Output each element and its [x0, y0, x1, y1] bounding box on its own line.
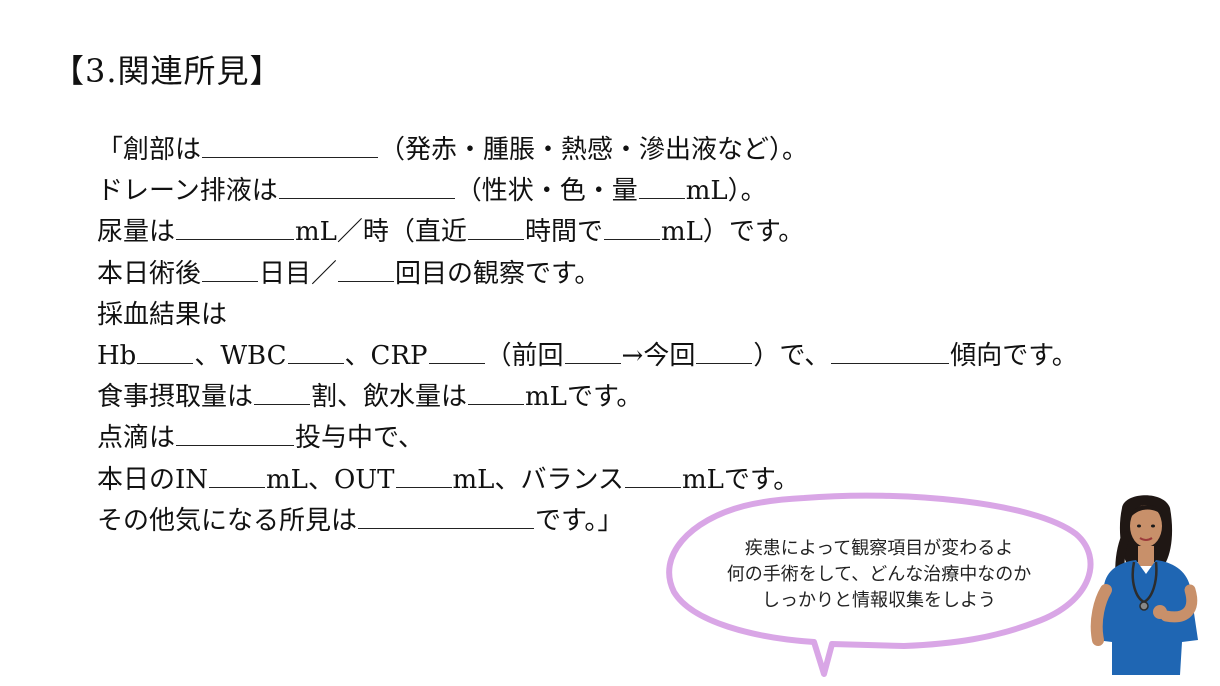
line-text: 割、飲水量は [311, 382, 468, 413]
fill-in-blank [696, 338, 753, 364]
line-text: その他気になる所見は [97, 505, 358, 536]
line-text: 本日術後 [97, 258, 202, 289]
fill-in-blank [176, 215, 295, 241]
fill-in-blank [638, 174, 685, 200]
fill-in-blank [278, 174, 455, 200]
line-text: mL）です。 [660, 217, 805, 248]
fill-in-blank [176, 421, 295, 447]
bubble-line: 疾患によって観察項目が変わるよ [744, 538, 1014, 559]
worksheet-line: Hb 、WBC 、CRP （前回 →今回 ）で、 傾向です。 [97, 336, 1078, 377]
line-text: （発赤・腫脹・熱感・滲出液など）。 [379, 135, 809, 165]
speech-bubble-text: 疾患によって観察項目が変わるよ 何の手術をして、どんな治療中なのか しっかりと情… [664, 536, 1094, 614]
fill-in-blank [202, 256, 259, 282]
line-text: ）で、 [753, 340, 831, 371]
worksheet-line: ドレーン排液は （性状・色・量 mL）。 [97, 171, 1078, 212]
nurse-illustration [1086, 490, 1206, 675]
line-text: mLです。 [525, 382, 643, 413]
fill-in-blank [603, 215, 660, 241]
line-text: mL、OUT [266, 464, 395, 495]
line-text: 、WBC [194, 340, 287, 371]
line-text: mL、バランス [452, 464, 624, 495]
worksheet-line: 本日術後 日目／ 回目の観察です。 [97, 254, 1078, 295]
speech-bubble-outline [666, 492, 1094, 677]
fill-in-blank [395, 462, 452, 488]
line-text: 傾向です。 [950, 340, 1078, 371]
line-text: 採血結果は [97, 299, 228, 330]
bubble-line: しっかりと情報収集をしよう [762, 590, 996, 611]
line-text: mLです。 [681, 464, 800, 495]
fill-in-blank [564, 338, 621, 364]
fill-in-blank [254, 379, 311, 406]
worksheet-line: その他気になる所見は です。」 [97, 501, 1078, 542]
line-text: （性状・色・量 [455, 176, 638, 207]
stethoscope-icon [1131, 561, 1158, 611]
line-text: Hb [97, 340, 137, 371]
fill-in-blank [209, 462, 266, 488]
worksheet-body: 「創部は （発赤・腫脹・熱感・滲出液など）。ドレーン排液は （性状・色・量 mL）。尿… [97, 130, 1078, 542]
line-text: mL）。 [685, 176, 767, 207]
line-text: 回目の観察です。 [395, 258, 601, 289]
fill-in-blank [468, 379, 525, 406]
worksheet-line: 食事摂取量は 割、飲水量は mLです。 [97, 377, 1078, 418]
line-text: 食事摂取量は [97, 382, 254, 413]
line-text: 本日のIN [97, 464, 209, 495]
line-text: mL／時（直近 [295, 217, 467, 248]
fill-in-blank [624, 462, 681, 488]
fill-in-blank [831, 338, 950, 364]
line-text: 日目／ [259, 258, 338, 289]
fill-in-blank [137, 338, 194, 364]
line-text: ドレーン排液は [97, 176, 278, 207]
fill-in-blank [358, 503, 535, 529]
line-text: 時間で [524, 217, 603, 248]
fill-in-blank [202, 132, 379, 158]
page-title: 【3.関連所見】 [52, 52, 283, 90]
line-text: 「創部は [97, 135, 202, 165]
line-text: →今回 [621, 340, 696, 371]
line-text: 、CRP [344, 340, 428, 371]
bubble-line: 何の手術をして、どんな治療中なのか [726, 564, 1032, 585]
worksheet-line: 「創部は （発赤・腫脹・熱感・滲出液など）。 [97, 130, 1078, 171]
line-text: です。」 [535, 505, 624, 536]
fill-in-blank [287, 338, 344, 364]
worksheet-line: 本日のIN mL、OUT mL、バランス mLです。 [97, 460, 1078, 501]
line-text: 投与中で、 [295, 423, 424, 454]
line-text: 尿量は [97, 217, 176, 248]
worksheet-line: 尿量は mL／時（直近 時間で mL）です。 [97, 212, 1078, 253]
line-text: 点滴は [97, 423, 176, 454]
fill-in-blank [467, 215, 524, 241]
worksheet-line: 点滴は 投与中で、 [97, 418, 1078, 459]
line-text: （前回 [485, 340, 564, 371]
speech-bubble: 疾患によって観察項目が変わるよ 何の手術をして、どんな治療中なのか しっかりと情… [664, 492, 1094, 682]
fill-in-blank [338, 256, 395, 282]
fill-in-blank [428, 338, 485, 364]
worksheet-line: 採血結果は [97, 295, 1078, 336]
